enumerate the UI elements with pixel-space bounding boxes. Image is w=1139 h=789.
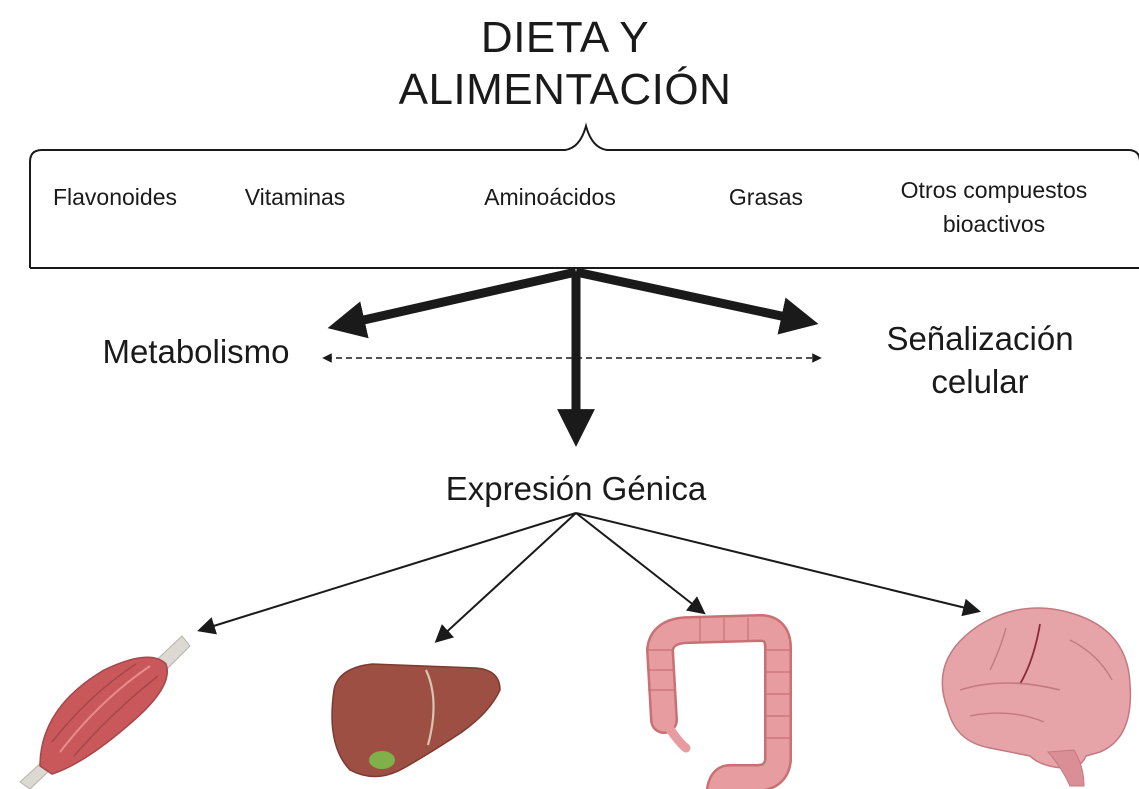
- title-line-2: ALIMENTACIÓN: [399, 65, 732, 114]
- muscle-icon: [19, 635, 191, 789]
- arrow-to-intestine: [575, 512, 706, 615]
- label-senalizacion-line-2: celular: [931, 363, 1028, 400]
- nutrient-vitaminas: Vitaminas: [245, 184, 346, 210]
- title-line-1: DIETA Y: [481, 13, 649, 62]
- nutrient-grasas: Grasas: [729, 184, 803, 210]
- label-expresion-genica: Expresión Génica: [446, 470, 707, 507]
- arrow-to-muscle: [197, 512, 577, 635]
- label-senalizacion-line-1: Señalización: [886, 320, 1073, 357]
- arrow-to-senalizacion: [575, 267, 819, 335]
- intestine-icon: [646, 614, 792, 789]
- arrow-to-metabolismo: [327, 267, 577, 339]
- nutrient-otros-line-2: bioactivos: [943, 211, 1045, 237]
- liver-icon: [331, 663, 501, 778]
- brain-icon: [941, 607, 1132, 787]
- nutrient-bracket: [29, 122, 1139, 268]
- nutrient-otros-line-1: Otros compuestos: [901, 177, 1088, 203]
- nutrient-flavonoides: Flavonoides: [53, 184, 177, 210]
- nutrient-aminoacidos: Aminoácidos: [484, 184, 616, 210]
- label-metabolismo: Metabolismo: [102, 333, 289, 370]
- arrow-to-brain: [575, 512, 981, 617]
- arrow-to-liver: [434, 512, 577, 643]
